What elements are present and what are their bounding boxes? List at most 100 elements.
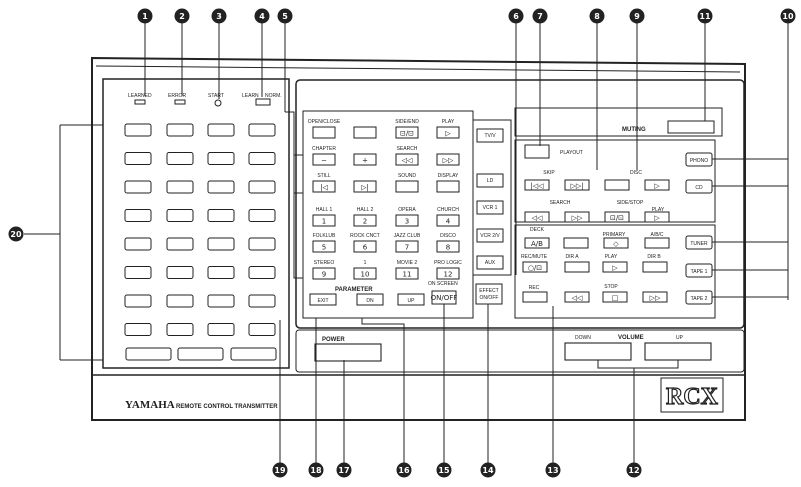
parameter-button[interactable]: [309, 293, 337, 306]
deck-button[interactable]: [642, 291, 668, 303]
learning-key[interactable]: [248, 237, 276, 251]
learning-key[interactable]: [248, 152, 276, 165]
parameter-button[interactable]: [356, 293, 384, 306]
deck-button[interactable]: [564, 291, 590, 303]
learning-key[interactable]: [124, 209, 152, 222]
input-button[interactable]: [476, 200, 504, 215]
deck-button[interactable]: [602, 261, 628, 273]
rcx-button[interactable]: [436, 153, 460, 166]
deck-button[interactable]: [642, 261, 668, 273]
muting-button[interactable]: [667, 120, 715, 134]
rcx-button[interactable]: [312, 267, 336, 280]
learn-normal-switch[interactable]: [255, 98, 271, 106]
deck-button[interactable]: [524, 237, 550, 249]
deck-button[interactable]: [522, 291, 548, 303]
av-button[interactable]: [564, 179, 590, 191]
volume-down-button[interactable]: [564, 342, 632, 361]
learning-key[interactable]: [248, 294, 276, 308]
playout-button[interactable]: [524, 144, 550, 159]
learning-key[interactable]: [207, 323, 235, 336]
rcx-button[interactable]: [436, 240, 460, 253]
effect-button[interactable]: [475, 283, 503, 305]
learning-key[interactable]: [207, 294, 235, 308]
rcx-button-glyph: 3: [405, 218, 409, 226]
input-button[interactable]: [476, 228, 504, 243]
input-button[interactable]: [476, 255, 504, 270]
av-button[interactable]: [644, 211, 670, 223]
av-button[interactable]: [604, 179, 630, 191]
rcx-button[interactable]: [312, 126, 336, 139]
learning-key[interactable]: [207, 266, 235, 279]
av-button[interactable]: [604, 211, 630, 223]
learning-key[interactable]: [124, 152, 152, 165]
rcx-button[interactable]: [353, 214, 377, 227]
rcx-button[interactable]: [353, 126, 377, 139]
learning-key[interactable]: [124, 180, 152, 194]
learning-key[interactable]: [207, 209, 235, 222]
deck-button[interactable]: [603, 237, 629, 249]
learning-key[interactable]: [124, 266, 152, 279]
rcx-button-glyph: ▷▷: [443, 157, 454, 165]
input-button[interactable]: [476, 128, 504, 143]
rcx-button[interactable]: [312, 240, 336, 253]
learning-key[interactable]: [207, 152, 235, 165]
learning-key[interactable]: [248, 123, 276, 137]
learning-key[interactable]: [124, 123, 152, 137]
learning-key[interactable]: [248, 266, 276, 279]
av-button[interactable]: [524, 211, 550, 223]
learning-key[interactable]: [207, 180, 235, 194]
learning-key[interactable]: [248, 209, 276, 222]
learning-key[interactable]: [124, 323, 152, 336]
rcx-button[interactable]: [436, 267, 460, 280]
rcx-button[interactable]: [312, 153, 336, 166]
volume-up-button[interactable]: [644, 342, 712, 361]
learning-key[interactable]: [124, 294, 152, 308]
learning-key[interactable]: [166, 123, 194, 137]
deck-button[interactable]: [564, 261, 590, 273]
rcx-button[interactable]: [353, 153, 377, 166]
start-button[interactable]: [214, 99, 222, 107]
learning-key[interactable]: [207, 123, 235, 137]
rcx-button[interactable]: [312, 214, 336, 227]
av-button[interactable]: [644, 179, 670, 191]
rcx-button[interactable]: [395, 180, 419, 193]
learning-key[interactable]: [207, 237, 235, 251]
learning-key[interactable]: [166, 266, 194, 279]
av-button[interactable]: [564, 211, 590, 223]
learning-key[interactable]: [124, 237, 152, 251]
rcx-button[interactable]: [395, 153, 419, 166]
learning-wide-key[interactable]: [177, 347, 224, 361]
av-button-glyph: |◁◁: [530, 182, 544, 190]
learning-wide-key[interactable]: [125, 347, 172, 361]
rcx-button[interactable]: [312, 180, 336, 193]
learning-panel: [102, 78, 290, 369]
deck-button[interactable]: [644, 237, 670, 249]
rcx-button-label: CHURCH: [437, 207, 459, 213]
deck-button[interactable]: [563, 237, 589, 249]
deck-button[interactable]: [602, 291, 628, 303]
power-button[interactable]: [314, 343, 382, 362]
parameter-button[interactable]: [397, 293, 425, 306]
learning-key[interactable]: [248, 180, 276, 194]
input-button[interactable]: [476, 173, 504, 188]
learning-key[interactable]: [166, 152, 194, 165]
learning-key[interactable]: [166, 209, 194, 222]
rcx-button[interactable]: [436, 126, 460, 139]
learning-key[interactable]: [166, 294, 194, 308]
learning-key[interactable]: [166, 237, 194, 251]
deck-button[interactable]: [522, 261, 548, 273]
rcx-button[interactable]: [395, 126, 419, 139]
rcx-button[interactable]: [395, 267, 419, 280]
rcx-button[interactable]: [353, 267, 377, 280]
rcx-button[interactable]: [436, 214, 460, 227]
rcx-button[interactable]: [353, 240, 377, 253]
rcx-button[interactable]: [395, 214, 419, 227]
rcx-button[interactable]: [395, 240, 419, 253]
rcx-button[interactable]: [436, 180, 460, 193]
learning-key[interactable]: [248, 323, 276, 336]
av-button[interactable]: [524, 179, 550, 191]
learning-key[interactable]: [166, 180, 194, 194]
learning-key[interactable]: [166, 323, 194, 336]
learning-wide-key[interactable]: [230, 347, 277, 361]
rcx-button[interactable]: [353, 180, 377, 193]
